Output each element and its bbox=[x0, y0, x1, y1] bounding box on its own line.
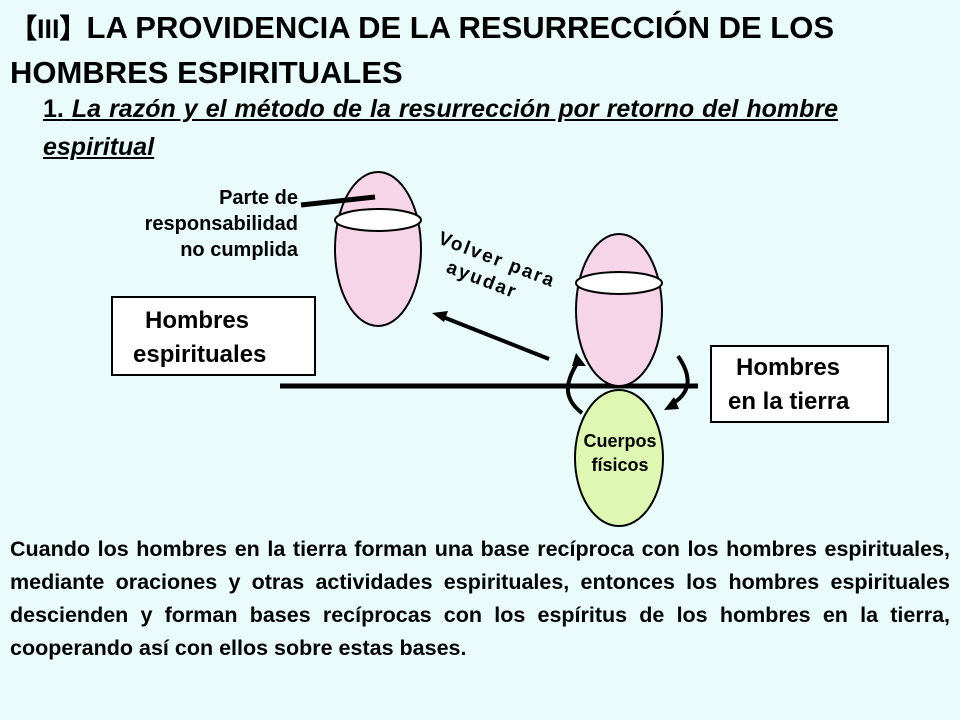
return-arrow-line bbox=[442, 315, 550, 361]
earth-men-box: Hombres en la tierra bbox=[710, 345, 889, 423]
responsibility-label-line2: responsabilidad bbox=[144, 213, 298, 235]
physical-body-oval bbox=[574, 389, 664, 527]
return-label-group: Volver para ayudar bbox=[435, 228, 558, 303]
spirit-box-line2: espirituales bbox=[133, 341, 267, 368]
physical-label-line2: físicos bbox=[591, 455, 649, 475]
left-curve-arrow bbox=[566, 360, 584, 415]
earth-man-oval bbox=[575, 233, 663, 387]
subtitle-number: 1. bbox=[43, 95, 64, 123]
earth-man-rim bbox=[575, 271, 663, 295]
physical-label-line1: Cuerpos bbox=[583, 431, 657, 451]
left-curve-arrowhead bbox=[572, 353, 586, 366]
responsibility-label-line1: Parte de bbox=[219, 187, 298, 209]
section-bracket: 【III】 bbox=[10, 14, 87, 44]
physical-bodies-label: Cuerpos físicos bbox=[560, 429, 680, 477]
earth-box-line2: en la tierra bbox=[728, 388, 850, 415]
earth-box-line1: Hombres bbox=[736, 354, 841, 381]
responsibility-label-line3: no cumplida bbox=[180, 239, 298, 261]
responsibility-label: Parte de responsabilidad no cumplida bbox=[60, 185, 298, 263]
spirit-man-rim bbox=[334, 208, 422, 232]
right-curve-arrowhead bbox=[664, 397, 679, 410]
return-arrowhead bbox=[432, 311, 448, 322]
spirit-man-oval bbox=[334, 171, 422, 327]
title-text: LA PROVIDENCIA DE LA RESURRECCIÓN DE LOS… bbox=[10, 10, 835, 90]
subtitle-text: La razón y el método de la resurrección … bbox=[43, 95, 838, 161]
slide-title: 【III】LA PROVIDENCIA DE LA RESURRECCIÓN D… bbox=[10, 6, 950, 95]
spirit-box-line1: Hombres bbox=[145, 307, 250, 334]
subtitle: 1. La razón y el método de la resurrecci… bbox=[43, 90, 838, 166]
spirit-men-box: Hombres espirituales bbox=[111, 296, 316, 376]
responsibility-pointer bbox=[300, 194, 376, 208]
explanation-paragraph: Cuando los hombres en la tierra forman u… bbox=[10, 537, 950, 660]
right-curve-arrow bbox=[670, 354, 690, 406]
